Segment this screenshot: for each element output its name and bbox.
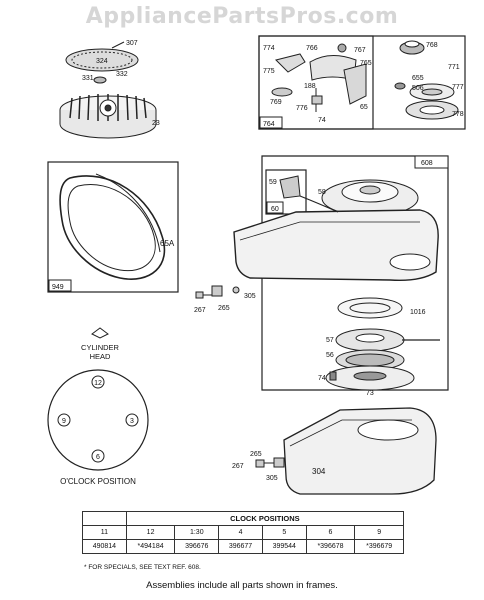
label-188: 188 bbox=[304, 83, 316, 90]
label-768: 768 bbox=[426, 42, 438, 49]
label-775: 775 bbox=[263, 68, 275, 75]
label-766: 766 bbox=[306, 45, 318, 52]
label-776: 776 bbox=[296, 105, 308, 112]
cylinder-head-marker bbox=[91, 327, 109, 339]
clock-positions-table: CLOCK POSITIONS 11 12 1:30 4 5 6 9 49081… bbox=[82, 511, 405, 554]
clock-6: 6 bbox=[96, 454, 100, 461]
table-cell: 9 bbox=[354, 525, 404, 540]
caption: Assemblies include all parts shown in fr… bbox=[146, 580, 338, 591]
frame-label-949: 949 bbox=[52, 284, 64, 291]
frame-label-608: 608 bbox=[421, 160, 433, 167]
label-506: 506 bbox=[412, 85, 424, 92]
table-parts-row: 490814 *494184 396676 396677 399544 *396… bbox=[82, 539, 404, 554]
blower-housing bbox=[233, 209, 439, 282]
label-59: 59 bbox=[269, 179, 277, 186]
table-cell: *494184 bbox=[125, 539, 176, 554]
label-777: 777 bbox=[452, 84, 464, 91]
label-305: 305 bbox=[244, 293, 256, 300]
label-1016: 1016 bbox=[410, 309, 426, 316]
table-header-row: CLOCK POSITIONS bbox=[82, 511, 405, 526]
flywheel-group bbox=[59, 41, 157, 139]
frame-label-764: 764 bbox=[263, 121, 275, 128]
label-304: 304 bbox=[312, 467, 326, 476]
housing-304 bbox=[255, 407, 437, 495]
label-74b: 74 bbox=[318, 375, 326, 382]
table-cell: 396676 bbox=[174, 539, 220, 554]
label-324: 324 bbox=[96, 58, 108, 65]
label-57: 57 bbox=[326, 337, 334, 344]
bolt-group bbox=[195, 285, 240, 299]
table-blank-cell bbox=[82, 511, 127, 526]
label-73: 73 bbox=[366, 390, 374, 397]
label-767: 767 bbox=[354, 47, 366, 54]
label-267: 267 bbox=[194, 307, 206, 314]
clock-diagram bbox=[47, 369, 149, 471]
label-267b: 267 bbox=[232, 463, 244, 470]
table-cell: 6 bbox=[305, 525, 356, 540]
label-65: 65 bbox=[360, 104, 368, 111]
table-cell: 490814 bbox=[82, 539, 127, 554]
table-cell: 12 bbox=[125, 525, 176, 540]
table-cell: *396679 bbox=[354, 539, 404, 554]
table-cell: 5 bbox=[261, 525, 307, 540]
frame-label-60: 60 bbox=[271, 206, 279, 213]
table-cell: *396678 bbox=[305, 539, 356, 554]
frame-764 bbox=[258, 35, 466, 130]
table-cell: 4 bbox=[218, 525, 263, 540]
label-56: 56 bbox=[326, 352, 334, 359]
label-774: 774 bbox=[263, 45, 275, 52]
label-778: 778 bbox=[452, 111, 464, 118]
label-331: 331 bbox=[82, 75, 94, 82]
watermark: AppliancePartsPros.com bbox=[85, 4, 399, 29]
label-305b: 305 bbox=[266, 475, 278, 482]
label-265b: 265 bbox=[250, 451, 262, 458]
clock-caption: O'CLOCK POSITION bbox=[60, 477, 136, 486]
flywheel-nut bbox=[93, 76, 107, 84]
cylinder-head-line1: CYLINDER bbox=[81, 343, 120, 352]
label-23: 23 bbox=[152, 120, 160, 127]
label-769: 769 bbox=[270, 99, 282, 106]
table-cell: 1:30 bbox=[174, 525, 220, 540]
table-cell: 396677 bbox=[218, 539, 263, 554]
table-header: CLOCK POSITIONS bbox=[125, 511, 405, 526]
clock-3: 3 bbox=[130, 418, 134, 425]
screen-disc bbox=[65, 48, 139, 72]
table-positions-row: 11 12 1:30 4 5 6 9 bbox=[82, 525, 404, 540]
label-58: 58 bbox=[318, 189, 326, 196]
label-307: 307 bbox=[126, 40, 138, 47]
clock-12: 12 bbox=[94, 380, 102, 387]
cylinder-head-line2: HEAD bbox=[90, 352, 111, 361]
frame-608 bbox=[233, 155, 449, 391]
clock-9: 9 bbox=[62, 418, 66, 425]
label-655: 655 bbox=[412, 75, 424, 82]
label-265: 265 bbox=[218, 305, 230, 312]
label-765: 765 bbox=[360, 60, 372, 67]
footnote: * FOR SPECIALS, SEE TEXT REF. 608. bbox=[84, 564, 201, 571]
table-cell: 399544 bbox=[261, 539, 307, 554]
label-771: 771 bbox=[448, 64, 460, 71]
pulley-stack bbox=[325, 297, 440, 391]
label-332: 332 bbox=[116, 71, 128, 78]
table-cell: 11 bbox=[82, 525, 127, 540]
frame-949 bbox=[47, 161, 179, 293]
label-74: 74 bbox=[318, 117, 326, 124]
label-65A: 65A bbox=[160, 239, 175, 248]
